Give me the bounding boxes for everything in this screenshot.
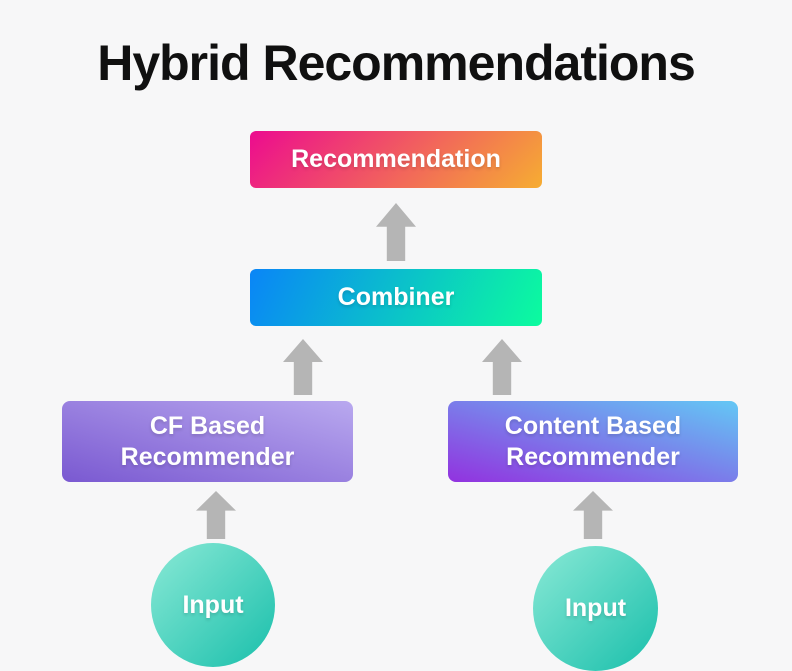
node-cf-based-recommender: CF Based Recommender bbox=[62, 401, 353, 482]
node-recommendation: Recommendation bbox=[250, 131, 542, 188]
up-arrow-input-to-cf bbox=[196, 491, 236, 539]
node-input-right: Input bbox=[533, 546, 658, 671]
node-combiner-label: Combiner bbox=[337, 283, 455, 311]
node-recommendation-label: Recommendation bbox=[291, 145, 501, 173]
node-content-based-recommender: Content Based Recommender bbox=[448, 401, 738, 482]
node-input-left: Input bbox=[151, 543, 275, 667]
up-arrow-content-to-combiner bbox=[482, 339, 522, 395]
node-cf-label-line1: CF Based bbox=[149, 412, 266, 440]
node-content-label-line2: Recommender bbox=[506, 442, 680, 471]
node-combiner: Combiner bbox=[250, 269, 542, 326]
node-input-right-label: Input bbox=[564, 594, 627, 622]
node-input-left-label: Input bbox=[182, 590, 244, 619]
up-arrow-combiner-to-recommendation bbox=[376, 203, 416, 261]
node-cf-label-line2: Recommender bbox=[120, 442, 295, 471]
up-arrow-input-to-content bbox=[573, 491, 613, 539]
page-title: Hybrid Recommendations bbox=[97, 35, 696, 91]
up-arrow-cf-to-combiner bbox=[283, 339, 323, 395]
node-content-label-line1: Content Based bbox=[504, 412, 682, 440]
